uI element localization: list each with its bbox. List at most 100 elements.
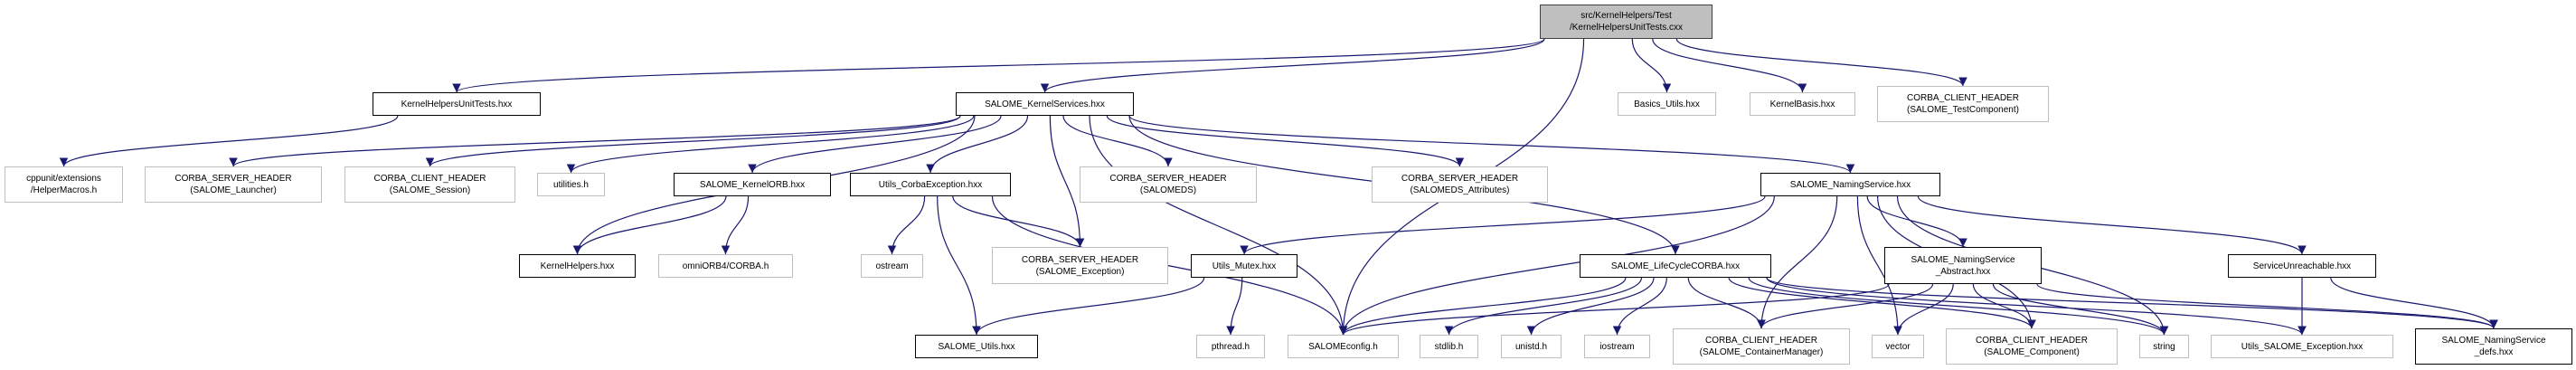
graph-node-kserv[interactable]: SALOME_KernelServices.hxx	[956, 92, 1134, 116]
edge-kserv-to-nservice	[1128, 115, 1855, 174]
edge-mutex-to-sutils	[972, 277, 1205, 336]
graph-node-unreach[interactable]: ServiceUnreachable.hxx	[2228, 254, 2376, 278]
edge-corbaexc-to-sutils	[937, 195, 981, 336]
edge-nsabstract-to-component	[1972, 283, 2036, 329]
graph-node-khelpers[interactable]: KernelHelpers.hxx	[519, 254, 636, 278]
graph-node-usexc[interactable]: Utils_SALOME_Exception.hxx	[2211, 335, 2393, 358]
node-label-line: vector	[1885, 341, 1911, 352]
edge-kserv-to-sdsattr	[1106, 115, 1465, 167]
graph-node-mutex[interactable]: Utils_Mutex.hxx	[1191, 254, 1297, 278]
graph-node-utilities[interactable]: utilities.h	[537, 173, 605, 196]
edge-korb-to-khelpers	[572, 195, 727, 255]
graph-node-korb[interactable]: SALOME_KernelORB.hxx	[674, 173, 831, 196]
edge-main-to-kbasis	[1652, 38, 1807, 93]
graph-node-sutils[interactable]: SALOME_Utils.hxx	[915, 335, 1038, 358]
edge-lifecycle-to-unistd	[1526, 277, 1655, 336]
node-label-line: ServiceUnreachable.hxx	[2252, 261, 2352, 271]
graph-node-nsabstract[interactable]: SALOME_NamingService_Abstract.hxx	[1884, 247, 2042, 284]
graph-node-khut[interactable]: KernelHelpersUnitTests.hxx	[373, 92, 541, 116]
graph-node-unistd[interactable]: unistd.h	[1501, 335, 1562, 358]
edge-mutex-to-pthread	[1226, 277, 1243, 336]
graph-node-pthread[interactable]: pthread.h	[1196, 335, 1265, 358]
edge-lifecycle-to-iostream	[1612, 277, 1667, 336]
graph-node-kbasis[interactable]: KernelBasis.hxx	[1750, 92, 1855, 116]
node-label-line: utilities.h	[553, 179, 589, 190]
graph-node-vector[interactable]: vector	[1872, 335, 1924, 358]
graph-node-basics[interactable]: Basics_Utils.hxx	[1618, 92, 1716, 116]
node-label-line: /KernelHelpersUnitTests.cxx	[1569, 23, 1684, 33]
node-label-line: stdlib.h	[1434, 341, 1464, 352]
node-label-line: unistd.h	[1514, 341, 1548, 352]
graph-node-stdlib[interactable]: stdlib.h	[1420, 335, 1478, 358]
node-label-line: SALOMEconfig.h	[1308, 341, 1378, 352]
graph-node-component[interactable]: CORBA_CLIENT_HEADER(SALOME_Component)	[1946, 328, 2118, 365]
node-label-line: (SALOMEDS_Attributes)	[1410, 185, 1510, 195]
graph-node-string[interactable]: string	[2139, 335, 2189, 358]
node-label-line: KernelBasis.hxx	[1769, 99, 1835, 109]
node-label-line: (SALOME_ContainerManager)	[1699, 347, 1824, 357]
graph-node-testcomp[interactable]: CORBA_CLIENT_HEADER(SALOME_TestComponent…	[1877, 86, 2049, 122]
edge-kserv-to-corbaexc	[926, 115, 1029, 174]
edge-khut-to-cppunit	[59, 115, 399, 167]
edge-lifecycle-to-usexc	[1766, 277, 2307, 336]
node-label-line: SALOME_KernelORB.hxx	[699, 179, 806, 190]
graph-node-cppunit[interactable]: cppunit/extensions/HelperMacros.h	[5, 166, 123, 203]
node-label-line: CORBA_CLIENT_HEADER	[1907, 93, 2019, 103]
node-label-line: KernelHelpersUnitTests.hxx	[401, 99, 513, 109]
node-label-line: iostream	[1599, 341, 1635, 352]
edge-lifecycle-to-stdlib	[1444, 277, 1643, 336]
node-label-line: Utils_SALOME_Exception.hxx	[2241, 341, 2364, 352]
graph-node-sdsattr[interactable]: CORBA_SERVER_HEADER(SALOMEDS_Attributes)	[1372, 166, 1548, 203]
graph-node-nsdefs[interactable]: SALOME_NamingService_defs.hxx	[2415, 328, 2572, 365]
node-label-line: CORBA_SERVER_HEADER	[1021, 254, 1139, 265]
node-label-line: (SALOME_Component)	[1984, 347, 2080, 357]
graph-node-contmgr[interactable]: CORBA_CLIENT_HEADER(SALOME_ContainerMana…	[1673, 328, 1850, 365]
edge-corbaexc-to-ostream	[887, 195, 926, 255]
node-label-line: src/KernelHelpers/Test	[1581, 11, 1672, 21]
node-label-line: string	[2153, 341, 2175, 352]
edge-nservice-to-contmgr	[1757, 195, 1838, 329]
node-label-line: CORBA_SERVER_HEADER	[1401, 174, 1519, 184]
edge-nservice-to-sconfig	[1338, 195, 1775, 336]
edge-main-to-basics	[1631, 38, 1672, 93]
node-label-line: omniORB4/CORBA.h	[682, 261, 769, 271]
graph-node-ostream[interactable]: ostream	[861, 254, 923, 278]
node-label-line: cppunit/extensions	[26, 174, 101, 184]
edge-main-to-khut	[452, 38, 1545, 93]
edge-nsabstract-to-contmgr	[1757, 283, 1934, 329]
node-label-line: Basics_Utils.hxx	[1634, 99, 1700, 109]
edge-main-to-testcomp	[1675, 38, 1967, 87]
graph-node-salomeds[interactable]: CORBA_SERVER_HEADER(SALOMEDS)	[1080, 166, 1257, 203]
edge-nsabstract-to-nsdefs	[2036, 283, 2498, 329]
graph-node-omniorb[interactable]: omniORB4/CORBA.h	[658, 254, 793, 278]
graph-node-nservice[interactable]: SALOME_NamingService.hxx	[1760, 173, 1940, 196]
graph-node-sconfig[interactable]: SALOMEconfig.h	[1288, 335, 1399, 358]
graph-node-iostream[interactable]: iostream	[1584, 335, 1650, 358]
node-label-line: (SALOME_Session)	[389, 185, 471, 195]
node-label-line: pthread.h	[1211, 341, 1250, 352]
node-label-line: CORBA_CLIENT_HEADER	[1705, 336, 1817, 346]
node-label-line: _Abstract.hxx	[1935, 266, 1991, 277]
edge-nservice-to-mutex	[1240, 195, 1766, 255]
node-label-line: _defs.hxx	[2474, 347, 2514, 357]
edge-lifecycle-to-string	[1748, 277, 2169, 336]
node-label-line: CORBA_SERVER_HEADER	[175, 174, 292, 184]
node-label-line: CORBA_CLIENT_HEADER	[373, 174, 486, 184]
graph-node-lifecycle[interactable]: SALOME_LifeCycleCORBA.hxx	[1580, 254, 1771, 278]
node-label-line: /HelperMacros.h	[30, 185, 98, 195]
edge-nservice-to-unreach	[1917, 195, 2307, 255]
node-label-line: SALOME_Utils.hxx	[938, 341, 1015, 352]
graph-node-launcher[interactable]: CORBA_SERVER_HEADER(SALOME_Launcher)	[145, 166, 322, 203]
node-label-line: SALOME_NamingService.hxx	[1789, 179, 1911, 190]
graph-node-corbaexc[interactable]: Utils_CorbaException.hxx	[850, 173, 1011, 196]
graph-node-session[interactable]: CORBA_CLIENT_HEADER(SALOME_Session)	[344, 166, 515, 203]
node-label-line: (SALOME_Launcher)	[190, 185, 277, 195]
graph-node-sexc[interactable]: CORBA_SERVER_HEADER(SALOME_Exception)	[992, 247, 1168, 284]
edge-kserv-to-salomeds	[1062, 115, 1173, 167]
graph-node-main: src/KernelHelpers/Test/KernelHelpersUnit…	[1540, 5, 1713, 39]
edge-korb-to-omniorb	[721, 195, 750, 255]
edge-nservice-to-nsabstract	[1866, 195, 1967, 248]
node-label-line: SALOME_NamingService	[2441, 336, 2546, 346]
edge-main-to-kserv	[1040, 38, 1545, 93]
node-label-line: SALOME_LifeCycleCORBA.hxx	[1610, 261, 1741, 271]
